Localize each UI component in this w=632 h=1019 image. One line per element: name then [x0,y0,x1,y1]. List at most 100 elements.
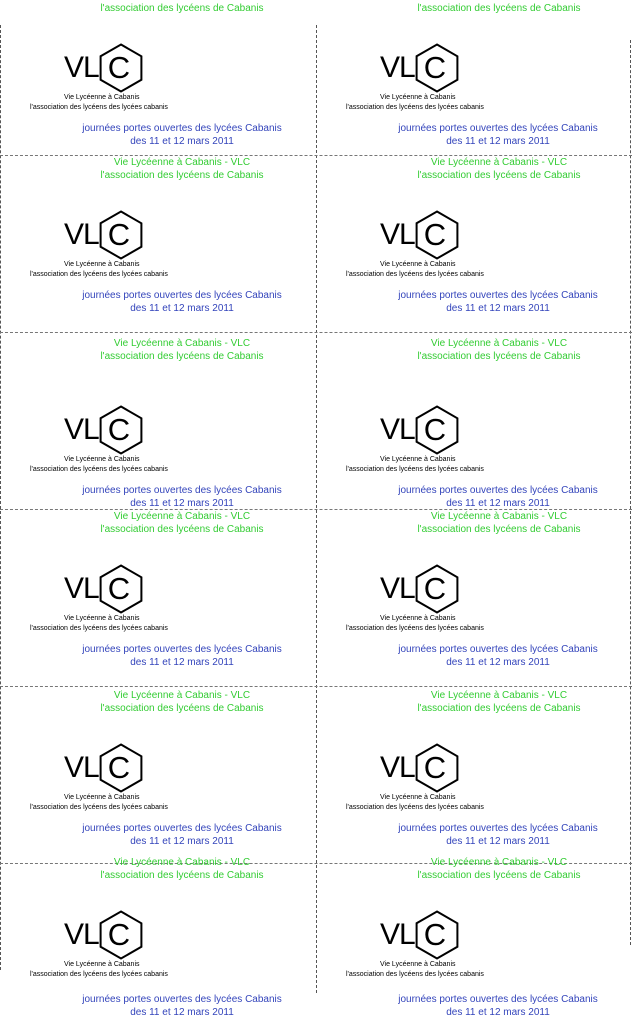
vlc-logo: VL C Vie Lycéenne à Cabanis l'associatio… [346,43,506,112]
event-line-2: des 11 et 12 mars 2011 [316,1007,632,1019]
logo-letter: C [410,405,460,455]
event-line-2: des 11 et 12 mars 2011 [0,498,364,511]
vlc-logo: VL C Vie Lycéenne à Cabanis l'associatio… [30,210,190,279]
title-line-1: Vie Lycéenne à Cabanis - VLC [341,690,632,703]
event-line-2: des 11 et 12 mars 2011 [0,303,364,316]
event-info: journées portes ouvertes des lycées Caba… [316,290,632,315]
cut-line-horizontal [0,686,632,687]
title-line-1: Vie Lycéenne à Cabanis - VLC [24,511,340,524]
vlc-logo: VL C Vie Lycéenne à Cabanis l'associatio… [346,743,506,812]
cut-line-horizontal [0,332,632,333]
title-line-1: Vie Lycéenne à Cabanis - VLC [24,857,340,870]
event-line-1: journées portes ouvertes des lycées Caba… [316,994,632,1007]
logo-subtitle-2: l'association des lycéens des lycées cab… [30,270,190,280]
event-info: journées portes ouvertes des lycées Caba… [0,290,364,315]
card-title: Vie Lycéenne à Cabanis - VLC l'associati… [341,690,632,715]
logo-subtitle-1: Vie Lycéenne à Cabanis [346,455,506,465]
logo-letter: C [410,564,460,614]
card-title: Vie Lycéenne à Cabanis - VLC l'associati… [24,857,340,882]
title-line-1: Vie Lycéenne à Cabanis - VLC [341,338,632,351]
title-line-2: l'association des lycéens de Cabanis [24,351,340,364]
event-line-2: des 11 et 12 mars 2011 [0,1007,364,1019]
vlc-logo: VL C Vie Lycéenne à Cabanis l'associatio… [346,910,506,979]
logo-subtitle-2: l'association des lycéens des lycées cab… [30,803,190,813]
card-title: Vie Lycéenne à Cabanis - VLC l'associati… [24,157,340,182]
title-line-2: l'association des lycéens de Cabanis [24,703,340,716]
title-line-2: l'association des lycéens de Cabanis [24,170,340,183]
card-title: Vie Lycéenne à Cabanis - VLC l'associati… [341,157,632,182]
logo-subtitle-2: l'association des lycéens des lycées cab… [346,270,506,280]
logo-subtitle-2: l'association des lycéens des lycées cab… [346,624,506,634]
logo-subtitle-2: l'association des lycéens des lycées cab… [346,803,506,813]
event-info: journées portes ouvertes des lycées Caba… [0,123,364,148]
title-line-2: l'association des lycéens de Cabanis [24,870,340,883]
logo-subtitle-1: Vie Lycéenne à Cabanis [346,260,506,270]
event-line-1: journées portes ouvertes des lycées Caba… [0,290,364,303]
logo-subtitle-1: Vie Lycéenne à Cabanis [30,793,190,803]
logo-subtitle-1: Vie Lycéenne à Cabanis [30,455,190,465]
event-line-1: journées portes ouvertes des lycées Caba… [316,823,632,836]
event-line-2: des 11 et 12 mars 2011 [316,498,632,511]
logo-subtitle-1: Vie Lycéenne à Cabanis [30,614,190,624]
vlc-logo: VL C Vie Lycéenne à Cabanis l'associatio… [30,564,190,633]
event-line-2: des 11 et 12 mars 2011 [316,303,632,316]
event-line-2: des 11 et 12 mars 2011 [316,657,632,670]
logo-subtitle-2: l'association des lycéens des lycées cab… [346,970,506,980]
title-line-1: Vie Lycéenne à Cabanis - VLC [24,157,340,170]
logo-subtitle-1: Vie Lycéenne à Cabanis [30,260,190,270]
event-info: journées portes ouvertes des lycées Caba… [0,823,364,848]
logo-subtitle-1: Vie Lycéenne à Cabanis [346,793,506,803]
title-line-2: l'association des lycéens de Cabanis [24,524,340,537]
logo-letter: C [94,405,144,455]
card-title: Vie Lycéenne à Cabanis - VLC l'associati… [24,0,340,15]
event-line-1: journées portes ouvertes des lycées Caba… [316,290,632,303]
card-title: Vie Lycéenne à Cabanis - VLC l'associati… [24,338,340,363]
title-line-1: Vie Lycéenne à Cabanis - VLC [24,338,340,351]
event-info: journées portes ouvertes des lycées Caba… [316,823,632,848]
event-line-1: journées portes ouvertes des lycées Caba… [316,644,632,657]
event-line-2: des 11 et 12 mars 2011 [316,836,632,849]
card-title: Vie Lycéenne à Cabanis - VLC l'associati… [341,338,632,363]
event-line-1: journées portes ouvertes des lycées Caba… [0,485,364,498]
event-info: journées portes ouvertes des lycées Caba… [0,994,364,1019]
event-line-1: journées portes ouvertes des lycées Caba… [0,123,364,136]
title-line-2: l'association des lycéens de Cabanis [341,3,632,16]
logo-subtitle-1: Vie Lycéenne à Cabanis [346,614,506,624]
title-line-2: l'association des lycéens de Cabanis [341,524,632,537]
logo-letter: C [94,564,144,614]
title-line-1: Vie Lycéenne à Cabanis - VLC [24,690,340,703]
vlc-logo: VL C Vie Lycéenne à Cabanis l'associatio… [30,743,190,812]
vlc-logo: VL C Vie Lycéenne à Cabanis l'associatio… [30,910,190,979]
event-info: journées portes ouvertes des lycées Caba… [316,994,632,1019]
vlc-logo: VL C Vie Lycéenne à Cabanis l'associatio… [346,405,506,474]
logo-letter: C [94,743,144,793]
event-line-1: journées portes ouvertes des lycées Caba… [0,644,364,657]
title-line-2: l'association des lycéens de Cabanis [341,703,632,716]
title-line-1: Vie Lycéenne à Cabanis - VLC [341,157,632,170]
vlc-logo: VL C Vie Lycéenne à Cabanis l'associatio… [30,405,190,474]
title-line-2: l'association des lycéens de Cabanis [341,870,632,883]
logo-subtitle-1: Vie Lycéenne à Cabanis [346,93,506,103]
title-line-2: l'association des lycéens de Cabanis [24,3,340,16]
card-title: Vie Lycéenne à Cabanis - VLC l'associati… [341,511,632,536]
title-line-1: Vie Lycéenne à Cabanis - VLC [341,857,632,870]
logo-subtitle-1: Vie Lycéenne à Cabanis [30,93,190,103]
card-title: Vie Lycéenne à Cabanis - VLC l'associati… [24,690,340,715]
event-line-1: journées portes ouvertes des lycées Caba… [316,485,632,498]
logo-subtitle-1: Vie Lycéenne à Cabanis [346,960,506,970]
logo-subtitle-2: l'association des lycéens des lycées cab… [30,103,190,113]
logo-subtitle-2: l'association des lycéens des lycées cab… [30,970,190,980]
event-line-1: journées portes ouvertes des lycées Caba… [0,994,364,1007]
logo-letter: C [410,210,460,260]
title-line-2: l'association des lycéens de Cabanis [341,351,632,364]
event-info: journées portes ouvertes des lycées Caba… [316,644,632,669]
logo-subtitle-2: l'association des lycéens des lycées cab… [30,624,190,634]
logo-letter: C [94,43,144,93]
event-line-2: des 11 et 12 mars 2011 [0,836,364,849]
event-info: journées portes ouvertes des lycées Caba… [316,123,632,148]
vlc-logo: VL C Vie Lycéenne à Cabanis l'associatio… [30,43,190,112]
vlc-logo: VL C Vie Lycéenne à Cabanis l'associatio… [346,564,506,633]
event-line-1: journées portes ouvertes des lycées Caba… [316,123,632,136]
logo-subtitle-2: l'association des lycéens des lycées cab… [346,103,506,113]
event-line-1: journées portes ouvertes des lycées Caba… [0,823,364,836]
